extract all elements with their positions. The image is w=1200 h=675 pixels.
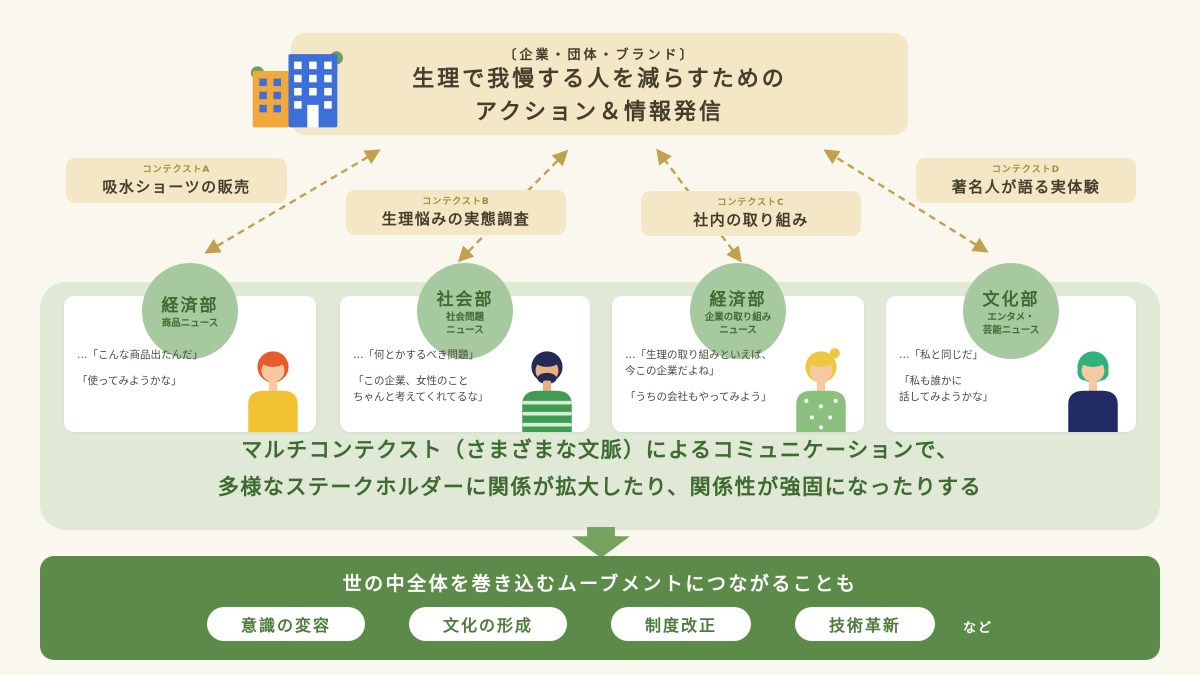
media-card-economy-products: 経済部 商品ニュース …「こんな商品出たんだ」 「使ってみようかな」 [64,263,316,432]
movement-pill-row: 意識の変容 文化の形成 制度改正 技術革新 など [40,607,1160,641]
quote: 「うちの会社もやってみよう」 [625,390,772,403]
context-c-label: コンテクストC 社内の取り組み [641,191,861,236]
pill-culture-formation: 文化の形成 [408,607,567,641]
quote: …「生理の取り組みといえば、 今この企業だよね」 [625,349,772,377]
message-line1: マルチコンテクスト（さまざまな文脈）によるコミュニケーションで、 [241,438,959,462]
dept-name: 経済部 [161,296,219,317]
context-b-title: 生理悩みの実態調査 [381,210,531,228]
building-icon [250,51,343,128]
brand-title-line1: 生理で我慢する人を減らすための [412,67,787,92]
context-c-tag: コンテクストC [717,198,785,208]
context-d-label: コンテクストD 著名人が語る実体験 [916,158,1136,203]
reader-quotes: …「何とかするべき問題」 「この企業、女性のこと ちゃんと考えてくれてるな」 [353,348,523,415]
context-b-label: コンテクストB 生理悩みの実態調査 [346,190,566,235]
message-line2: 多様なステークホルダーに関係が拡大したり、関係性が強固になったりする [217,475,983,500]
reader-quotes: …「こんな商品出たんだ」 「使ってみようかな」 [77,348,247,400]
dept-subtitle: 商品ニュース [161,318,219,330]
media-card-economy-corporate: 経済部 企業の取り組み ニュース …「生理の取り組みといえば、 今この企業だよね… [612,263,864,432]
context-b-tag: コンテクストB [422,197,490,207]
context-d-tag: コンテクストD [991,165,1061,175]
quote: 「私も誰かに 話してみようかな」 [899,374,994,403]
pill-awareness-change: 意識の変容 [206,607,365,641]
media-card-society: 社会部 社会問題 ニュース …「何とかするべき問題」 「この企業、女性のこと ち… [340,263,590,432]
brand-action-box: 〔企業・団体・ブランド〕 生理で我慢する人を減らすための アクション＆情報発信 [291,33,908,135]
dept-name: 文化部 [982,290,1040,311]
dept-circle: 社会部 社会問題 ニュース [417,263,513,359]
person-avatar [522,351,572,432]
pill-tech-innovation: 技術革新 [795,607,936,641]
person-avatar [796,348,846,432]
dept-circle: 文化部 エンタメ・ 芸能ニュース [963,263,1059,359]
reader-quotes: …「生理の取り組みといえば、 今この企業だよね」 「うちの会社もやってみよう」 [625,348,795,415]
context-a-tag: コンテクストA [142,165,211,175]
pill-system-reform: 制度改正 [610,607,751,641]
dept-circle: 経済部 企業の取り組み ニュース [690,263,786,359]
quote: …「こんな商品出たんだ」 [77,349,203,361]
dept-name: 経済部 [709,290,767,311]
dept-subtitle: 企業の取り組み ニュース [704,312,772,336]
person-avatar [248,351,298,432]
media-card-culture: 文化部 エンタメ・ 芸能ニュース …「私と同じだ」 「私も誰かに 話してみようか… [886,263,1136,432]
multicontext-message: マルチコンテクスト（さまざまな文脈）によるコミュニケーションで、 多様なステーク… [40,432,1160,507]
quote: 「使ってみようかな」 [77,374,182,387]
context-a-title: 吸水ショーツの販売 [102,178,251,196]
dept-name: 社会部 [436,290,494,311]
dept-circle: 経済部 商品ニュース [142,263,238,359]
quote: …「何とかするべき問題」 [353,349,479,361]
brand-title-line2: アクション＆情報発信 [475,100,724,125]
context-a-label: コンテクストA 吸水ショーツの販売 [66,158,287,203]
quote: 「この企業、女性のこと ちゃんと考えてくれてるな」 [353,374,489,403]
context-d-title: 著名人が語る実体験 [951,178,1101,196]
reader-quotes: …「私と同じだ」 「私も誰かに 話してみようかな」 [899,348,1069,415]
movement-title: 世の中全体を巻き込むムーブメントにつながることも [342,573,858,595]
context-c-title: 社内の取り組み [693,211,809,229]
media-context-stage: 経済部 商品ニュース …「こんな商品出たんだ」 「使ってみようかな」 社会部 社… [40,263,1160,530]
movement-box: 世の中全体を巻き込むムーブメントにつながることも 意識の変容 文化の形成 制度改… [40,556,1160,660]
pill-suffix-etc: など [963,621,994,636]
person-avatar [1068,351,1118,432]
quote: …「私と同じだ」 [899,349,983,361]
down-arrow-icon [572,527,630,558]
brand-tag: 〔企業・団体・ブランド〕 [503,48,696,63]
dept-subtitle: 社会問題 ニュース [445,312,484,336]
dept-subtitle: エンタメ・ 芸能ニュース [982,312,1040,336]
